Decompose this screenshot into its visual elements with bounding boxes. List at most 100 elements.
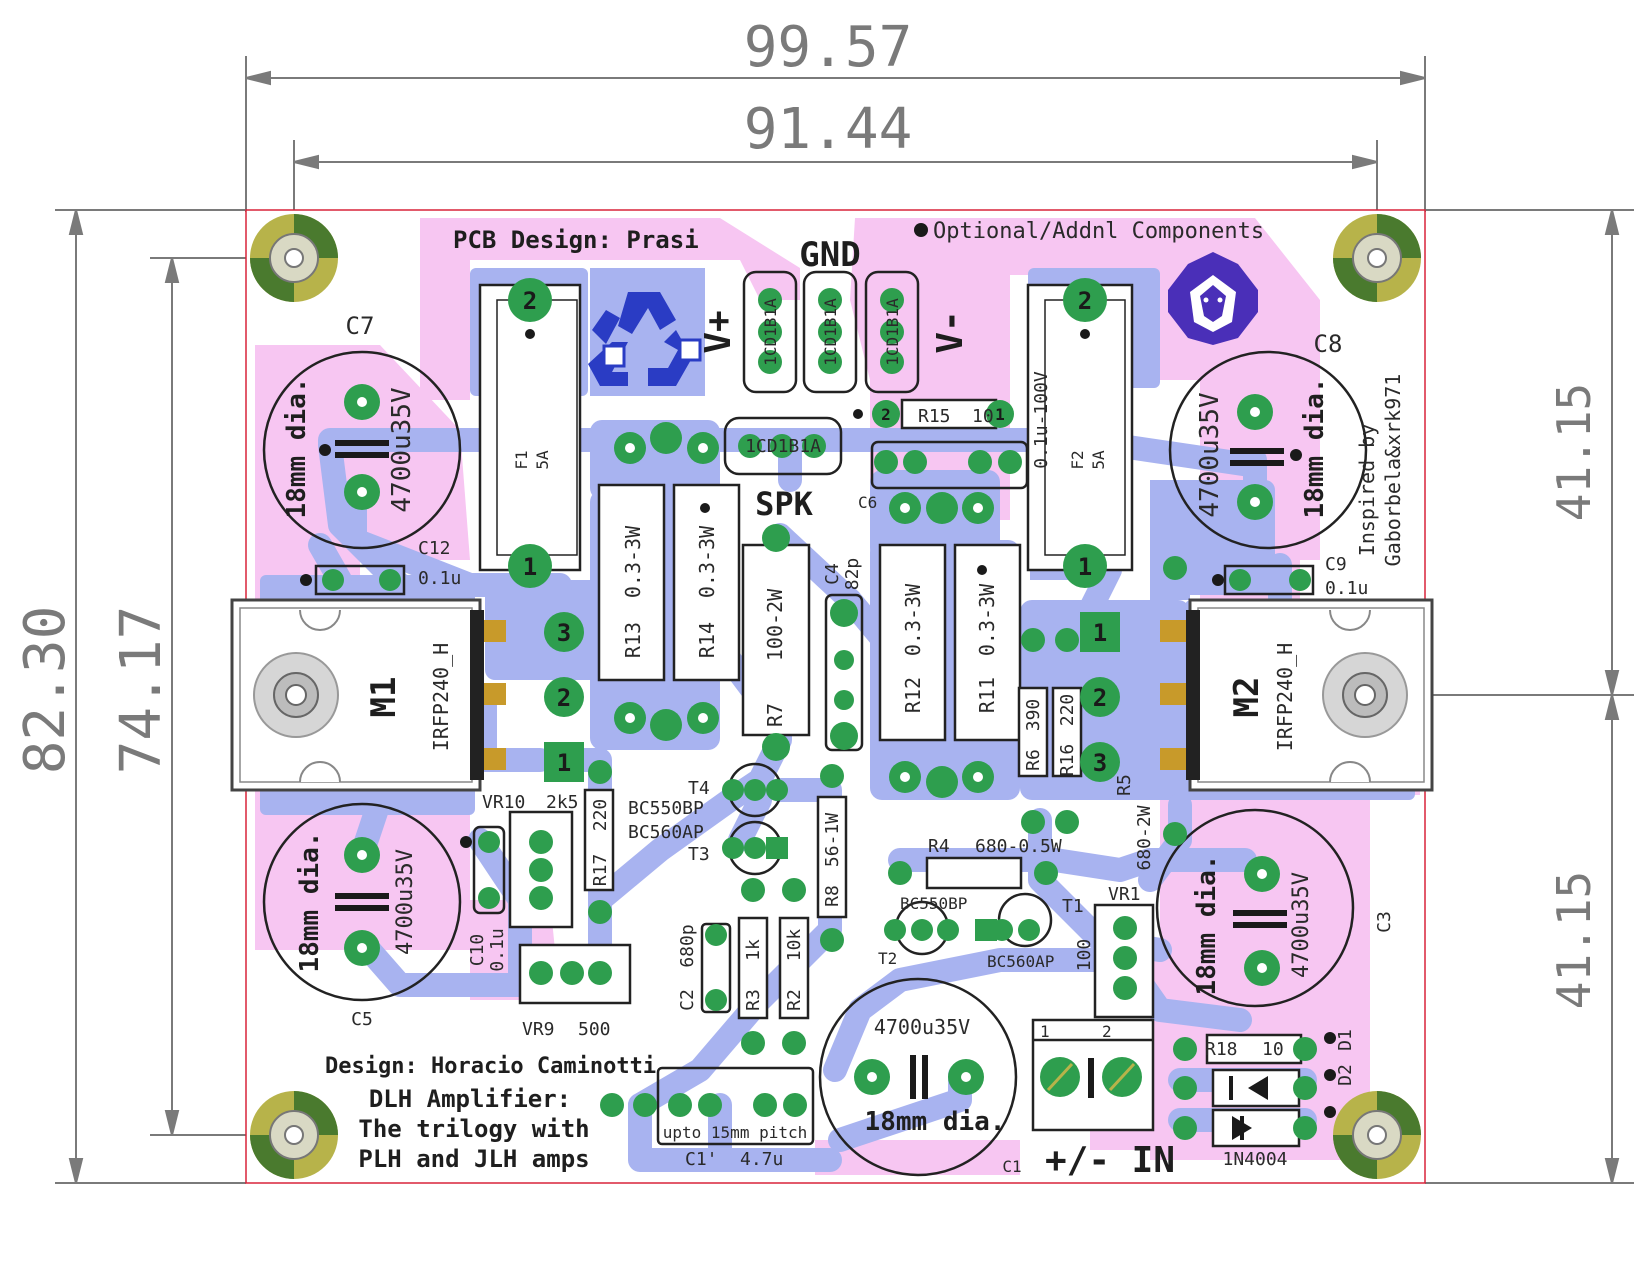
r6-label: R6 xyxy=(1023,749,1044,771)
c9-value: 0.1u xyxy=(1325,578,1368,599)
mounting-hole-tl xyxy=(250,214,338,302)
spk-label: SPK xyxy=(755,485,814,523)
r15-value: 10 xyxy=(972,406,994,427)
c4-label: C4 xyxy=(822,563,843,585)
pad-num-f2-2: 2 xyxy=(1078,287,1092,315)
optional-components-note: Optional/Addnl Components xyxy=(933,219,1264,244)
pad-num-r15-1: 1 xyxy=(995,405,1005,424)
r7-label: R7 xyxy=(763,703,787,727)
c1p-note: upto 15mm pitch xyxy=(663,1123,808,1142)
t4-label: T4 xyxy=(688,778,710,799)
pad-num-m1-2: 2 xyxy=(557,684,571,712)
c3-value: 4700u35V xyxy=(1289,872,1314,978)
r5-label: R5 xyxy=(1114,774,1135,796)
c1p-label: C1' xyxy=(685,1149,718,1170)
c2-value: 680p xyxy=(677,924,698,967)
pad-num-m2-2: 2 xyxy=(1093,684,1107,712)
d1-label: D1 xyxy=(1335,1029,1356,1051)
r12-value: 0.3-3W xyxy=(901,583,925,656)
m1-part: IRFP240_H xyxy=(429,643,453,751)
r16-value: 220 xyxy=(1057,694,1078,727)
pad-num-m1-3: 3 xyxy=(557,619,571,647)
r2-value: 10k xyxy=(784,929,805,962)
vr1-value: 100 xyxy=(1074,939,1095,972)
title-line-3: PLH and JLH amps xyxy=(358,1145,589,1173)
t2-part: BC550BP xyxy=(900,894,967,913)
input-label: +/- IN xyxy=(1045,1140,1175,1181)
pad-num-r15-2: 2 xyxy=(881,405,891,424)
gnd-terminal-part-a: 1CD1B1A xyxy=(761,298,780,366)
dimension-right-top: 41.15 xyxy=(1547,383,1601,521)
c1-dia: 18mm dia. xyxy=(865,1107,1006,1137)
dimension-outer-height: 82.30 xyxy=(13,606,78,775)
r3-label: R3 xyxy=(743,989,764,1011)
spk-terminal-part: 1CD1B1A xyxy=(745,436,821,457)
c3-dia: 18mm dia. xyxy=(1192,855,1222,996)
pad-num-f1-1: 1 xyxy=(523,553,537,581)
c12-label: C12 xyxy=(418,538,451,559)
r15-label: R15 xyxy=(918,406,951,427)
t1-part: BC560AP xyxy=(987,952,1054,971)
terminal-screws xyxy=(1046,1062,1136,1092)
r11-value: 0.3-3W xyxy=(975,583,999,656)
mounting-hole-br xyxy=(1333,1091,1421,1179)
dimension-inner-height: 74.17 xyxy=(109,606,174,775)
c7-label: C7 xyxy=(346,312,375,340)
t1-label: T1 xyxy=(1062,896,1084,917)
c5-label: C5 xyxy=(351,1009,373,1030)
c6-value: 0.1u-100V xyxy=(1031,371,1052,469)
gnd-terminal-part-c: 1CD1B1A xyxy=(883,298,902,366)
c8-dia: 18mm dia. xyxy=(1300,378,1330,519)
c2-label: C2 xyxy=(677,989,698,1011)
pad-drills xyxy=(357,397,1267,1082)
r5-value: 680-2W xyxy=(1134,805,1155,870)
vr9-value: 500 xyxy=(578,1019,611,1040)
m2-part: IRFP240_H xyxy=(1273,643,1297,751)
lion-logo-icon xyxy=(1168,252,1258,345)
c6-label: C6 xyxy=(858,493,877,512)
r6-value: 390 xyxy=(1023,699,1044,732)
pad-numbers: 2 1 2 1 3 2 1 1 2 3 2 1 1 2 xyxy=(523,287,1112,1041)
r18-value: 10 xyxy=(1262,1039,1284,1060)
c12-value: 0.1u xyxy=(418,568,461,589)
pad-num-f1-2: 2 xyxy=(523,287,537,315)
c8-label: C8 xyxy=(1314,330,1343,358)
d2-label: D2 xyxy=(1335,1064,1356,1086)
mosfet-m1 xyxy=(230,598,506,792)
title-line-1: DLH Amplifier: xyxy=(369,1085,571,1113)
dimension-outer-width: 99.57 xyxy=(744,15,913,80)
r17-value: 220 xyxy=(590,799,611,832)
mounting-hole-bl xyxy=(250,1091,338,1179)
dimension-right-bottom: 41.15 xyxy=(1547,871,1601,1009)
pad-num-j1-2: 2 xyxy=(1102,1022,1112,1041)
c5-value: 4700u35V xyxy=(393,849,418,955)
r8-label: R8 xyxy=(822,885,843,907)
vr10-value: 2k5 xyxy=(546,792,579,813)
r13-label: R13 xyxy=(621,622,645,658)
pad-num-m2-1: 1 xyxy=(1093,619,1107,647)
dimension-inner-width: 91.44 xyxy=(744,97,913,162)
r18-label: R18 xyxy=(1205,1039,1238,1060)
mounting-hole-tr xyxy=(1333,214,1421,302)
f1-value: 5A xyxy=(533,450,552,470)
v-minus-label: V- xyxy=(930,310,971,353)
r2-label: R2 xyxy=(784,989,805,1011)
v-plus-label: V+ xyxy=(698,310,739,353)
t3-part: BC560AP xyxy=(628,822,704,843)
inspired-line-2: Gaborbela&xrk971 xyxy=(1381,374,1405,567)
c7-value: 4700u35V xyxy=(387,387,417,512)
recycle-logo-icon xyxy=(588,292,702,386)
diode-part: 1N4004 xyxy=(1222,1149,1287,1170)
c7-dia: 18mm dia. xyxy=(282,378,312,519)
vr1-label: VR1 xyxy=(1108,884,1141,905)
r8-value: 56-1W xyxy=(822,813,843,867)
r13-value: 0.3-3W xyxy=(621,525,645,598)
c4-value: 82p xyxy=(842,558,863,591)
t3-label: T3 xyxy=(688,844,710,865)
r11-label: R11 xyxy=(975,677,999,713)
pad-num-f2-1: 1 xyxy=(1078,553,1092,581)
f1-label: F1 xyxy=(512,450,531,469)
c5-dia: 18mm dia. xyxy=(295,832,325,973)
r16-label: R16 xyxy=(1057,744,1078,777)
